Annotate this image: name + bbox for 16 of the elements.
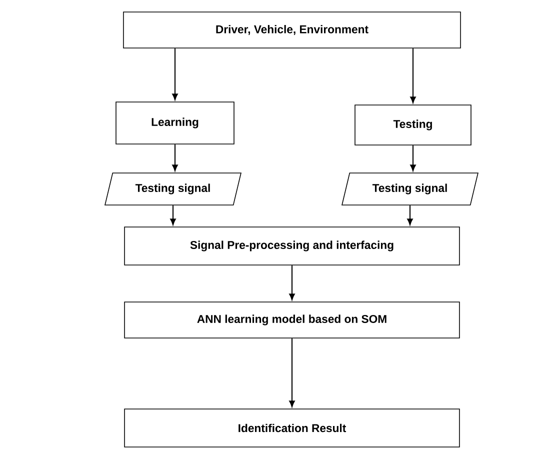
process-box: Signal Pre-processing and interfacing: [124, 226, 460, 266]
arrow: [289, 338, 295, 408]
arrow: [407, 205, 413, 226]
process-box: ANN learning model based on SOM: [124, 302, 460, 338]
arrow: [410, 48, 416, 104]
process-box: Testing: [354, 104, 472, 146]
arrow: [170, 205, 176, 226]
arrow: [410, 145, 416, 172]
process-box: Driver, Vehicle, Environment: [123, 12, 461, 48]
data-parallelogram: Testing signal: [342, 172, 478, 206]
process-box: Learning: [116, 102, 234, 144]
process-box: Identification Result: [124, 408, 460, 448]
data-parallelogram: Testing signal: [104, 172, 242, 206]
arrow: [172, 144, 178, 172]
arrow: [289, 265, 295, 300]
arrow: [172, 48, 178, 100]
